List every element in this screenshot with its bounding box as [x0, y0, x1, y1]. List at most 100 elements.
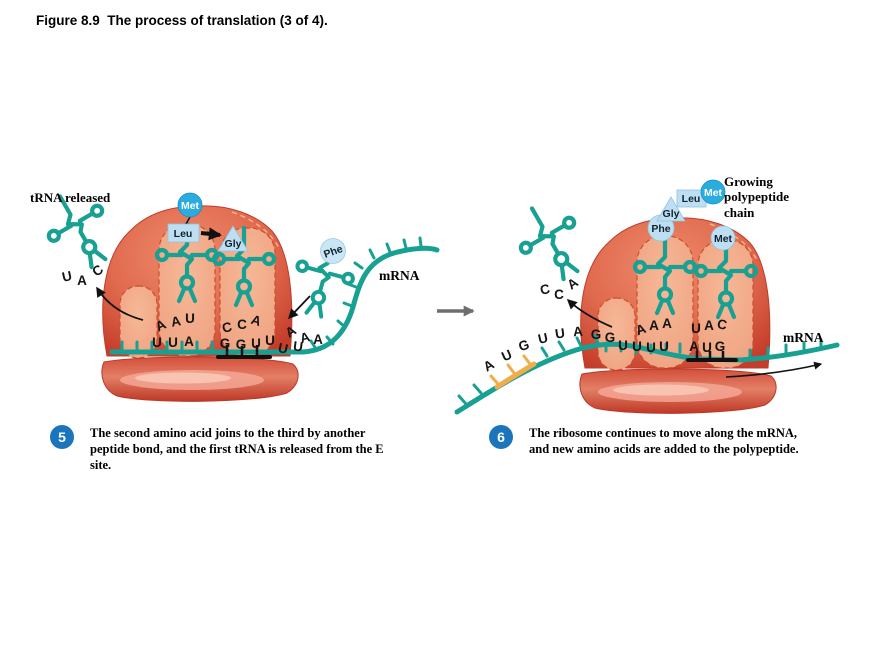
right-panel: A U G U U A G G U U U U A U G A A A — [454, 179, 840, 415]
right-met-circle — [700, 179, 726, 205]
left-mrna-ticks — [120, 236, 423, 352]
right-mrna-orange-ticks — [489, 354, 532, 386]
step-5-badge: 5 — [50, 425, 74, 449]
growing-line: polypeptide — [724, 189, 790, 205]
left-gly-triangle — [217, 225, 249, 252]
step-6-text: The ribosome continues to move along the… — [529, 425, 799, 457]
right-movement-arrow — [725, 361, 823, 378]
nucleotide-letter: C — [221, 319, 234, 336]
nucleotide-letter: A — [662, 316, 672, 331]
nucleotide-letter: A — [298, 329, 312, 346]
nucleotide-letter: C — [716, 316, 728, 333]
right-a-anticodon: U A C — [691, 316, 728, 336]
left-dome-dashed-arc — [231, 211, 281, 251]
left-leu-box — [167, 223, 200, 243]
nucleotide-letter: A — [689, 339, 699, 354]
left-met-circle — [177, 192, 203, 218]
right-mrna-ticks — [457, 333, 823, 406]
nucleotide-letter: U — [659, 339, 669, 354]
nucleotide-letter: U — [554, 325, 566, 341]
growing-line: Growing — [724, 174, 773, 189]
nucleotide-letter: A — [481, 357, 497, 375]
nucleotide-letter: U — [499, 347, 514, 365]
nucleotide-letter: G — [220, 336, 231, 351]
nucleotide-letter: G — [591, 327, 602, 342]
nucleotide-letter: U — [537, 330, 550, 347]
step-5: 5 The second amino acid joins to the thi… — [50, 425, 390, 473]
left-small-subunit-gloss — [135, 372, 231, 384]
amino-label-gly: Gly — [225, 238, 242, 250]
amino-label-phe: Phe — [651, 223, 670, 235]
amino-label-leu: Leu — [682, 193, 701, 205]
right-dome-dashed-arc — [709, 223, 759, 263]
nucleotide-letter: U — [185, 311, 195, 326]
nucleotide-letter: C — [539, 281, 552, 298]
nucleotide-letter: U — [61, 268, 74, 285]
step-5-text: The second amino acid joins to the third… — [90, 425, 384, 473]
right-released-trna — [506, 193, 596, 290]
step-6: 6 The ribosome continues to move along t… — [489, 425, 829, 457]
right-release-arrow — [566, 298, 613, 328]
left-released-anticodon: U A C — [61, 262, 107, 288]
right-mrna-start-codon-segment — [494, 361, 537, 390]
left-phe-blob — [320, 238, 346, 264]
left-mrna-letters: U U A G G U U U U — [152, 333, 304, 357]
right-small-subunit-gloss — [613, 384, 709, 396]
right-released-anticodon: C C A — [539, 275, 582, 302]
nucleotide-letter: U — [152, 335, 162, 350]
nucleotide-letter: U — [618, 338, 628, 353]
nucleotide-letter: G — [236, 337, 247, 352]
trna-released-label: tRNA released — [30, 190, 111, 205]
left-met-leu-link — [185, 216, 191, 225]
nucleotide-letter: G — [715, 339, 726, 354]
right-mrna-label: mRNA — [783, 330, 824, 345]
nucleotide-letter: A — [573, 324, 584, 340]
nucleotide-letter: A — [649, 318, 659, 333]
left-panel: U U A G G U U U U A A U C C A — [34, 181, 440, 402]
peptide-bond-arrow — [200, 227, 222, 241]
left-e-site — [119, 285, 158, 359]
nucleotide-letter: A — [564, 275, 581, 293]
nucleotide-letter: U — [265, 333, 275, 348]
left-codon-pairing-ticks — [225, 345, 259, 356]
nucleotide-letter: A — [77, 273, 87, 288]
nucleotide-letter: C — [237, 317, 247, 332]
step-6-badge: 6 — [489, 425, 513, 449]
nucleotide-letter: G — [517, 337, 532, 355]
step-line: site. — [90, 458, 112, 472]
nucleotide-letter: U — [646, 340, 656, 355]
right-codon-pairing-ticks — [695, 351, 725, 359]
figure-title: Figure 8.9 The process of translation (3… — [36, 13, 328, 28]
nucleotide-letter: G — [605, 330, 616, 345]
right-e-site — [597, 297, 636, 371]
left-a-anticodon: C C A — [221, 312, 264, 336]
growing-line: chain — [724, 204, 755, 220]
nucleotide-letter: A — [313, 332, 323, 347]
nucleotide-letter: U — [632, 339, 642, 354]
amino-label-met: Met — [704, 187, 723, 199]
amino-label-met-new: Met — [714, 233, 733, 245]
nucleotide-letter: U — [292, 338, 304, 354]
left-release-arrow — [96, 286, 144, 321]
right-gly-triangle — [656, 196, 686, 222]
nucleotide-letter: A — [704, 318, 714, 333]
amino-label-gly: Gly — [663, 208, 680, 220]
nucleotide-letter: U — [277, 340, 290, 357]
right-a-site-met-circle — [710, 225, 736, 251]
step-line: and new amino acids are added to the pol… — [529, 442, 799, 456]
nucleotide-letter: U — [691, 321, 701, 336]
left-incoming-arrow — [287, 295, 311, 320]
amino-label-met: Met — [181, 200, 200, 212]
step-line: The second amino acid joins to the third… — [90, 426, 366, 440]
amino-label-leu: Leu — [174, 228, 193, 240]
nucleotide-letter: U — [702, 340, 712, 355]
growing-polypeptide-label: Growing polypeptide chain — [724, 174, 820, 220]
step-line: peptide bond, and the first tRNA is rele… — [90, 442, 384, 456]
nucleotide-letter: A — [249, 312, 263, 329]
nucleotide-letter: A — [184, 334, 194, 349]
nucleotide-letter: U — [168, 335, 178, 350]
left-mrna-label: mRNA — [379, 268, 420, 283]
step-line: The ribosome continues to move along the… — [529, 426, 798, 440]
